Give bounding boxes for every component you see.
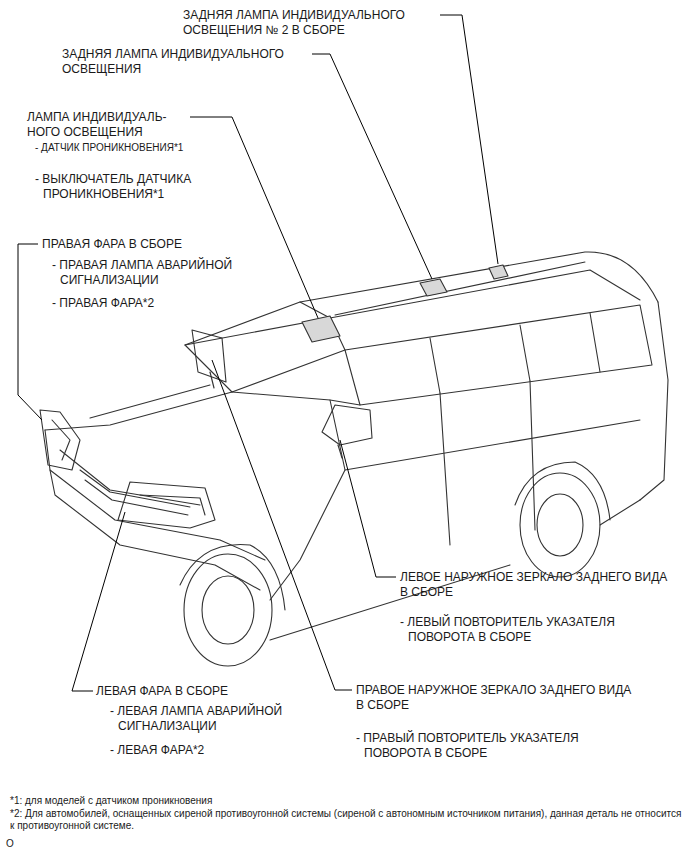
sub-part-label: - ПРАВАЯ ФАРА*2 — [52, 296, 275, 311]
sub-part-label: - ВЫКЛЮЧАТЕЛЬ ДАТЧИКА ПРОНИКНОВЕНИЯ*1 — [35, 172, 233, 202]
part-label: ПРАВАЯ ФАРА В СБОРЕ — [42, 237, 302, 252]
sub-part-label: - ЛЕВАЯ ЛАМПА АВАРИЙНОЙ СИГНАЛИЗАЦИИ — [110, 704, 333, 734]
sub-part-label: - ЛЕВАЯ ФАРА*2 — [110, 743, 333, 758]
part-label: ПРАВОЕ НАРУЖНОЕ ЗЕРКАЛО ЗАДНЕГО ВИДА В С… — [356, 683, 641, 713]
footnote: *1: для моделей с датчиком проникновения — [10, 795, 680, 807]
part-label: ЛЕВОЕ НАРУЖНОЕ ЗЕРКАЛО ЗАДНЕГО ВИДА В СБ… — [400, 570, 678, 600]
part-label: ЗАДНЯЯ ЛАМПА ИНДИВИДУАЛЬНОГО ОСВЕЩЕНИЯ — [62, 47, 312, 77]
sub-part-label: - ДАТЧИК ПРОНИКНОВЕНИЯ*1 — [35, 142, 255, 154]
part-label: ЛЕВАЯ ФАРА В СБОРЕ — [96, 684, 336, 699]
sub-part-label: - ПРАВАЯ ЛАМПА АВАРИЙНОЙ СИГНАЛИЗАЦИИ — [52, 258, 275, 288]
footnote: *2: Для автомобилей, оснащенных сиреной … — [10, 808, 682, 832]
part-label: ЗАДНЯЯ ЛАМПА ИНДИВИДУАЛЬНОГО ОСВЕЩЕНИЯ №… — [183, 8, 433, 38]
sub-part-label: - ЛЕВЫЙ ПОВТОРИТЕЛЬ УКАЗАТЕЛЯ ПОВОРОТА В… — [400, 615, 678, 645]
sub-part-label: - ПРАВЫЙ ПОВТОРИТЕЛЬ УКАЗАТЕЛЯ ПОВОРОТА … — [356, 731, 639, 761]
part-label: ЛАМПА ИНДИВИДУАЛЬ- НОГО ОСВЕЩЕНИЯ — [27, 110, 187, 140]
page-mark: O — [6, 838, 46, 850]
